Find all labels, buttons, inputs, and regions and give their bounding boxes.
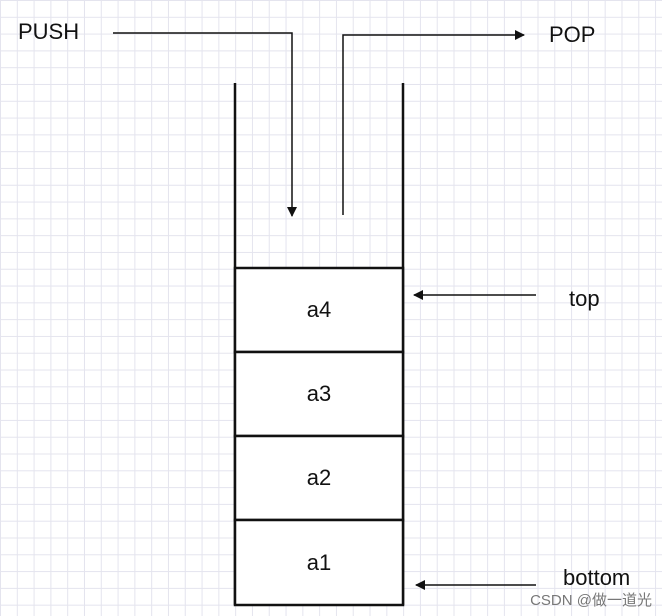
stack-cells (233, 266, 405, 607)
stack-cell-a1 (233, 518, 405, 607)
stack-cell-a4 (233, 266, 405, 354)
stack-cell-label-a3: a3 (306, 381, 332, 406)
top-label: top (569, 286, 600, 311)
pop-arrow (342, 30, 525, 215)
watermark: CSDN @做一道光 (530, 592, 652, 609)
stack-cell-label-a1: a1 (306, 550, 332, 575)
stack-cell-label-a4: a4 (306, 297, 332, 322)
stack-cell-a3 (233, 350, 405, 438)
stack-cell-a2 (233, 434, 405, 522)
push-label: PUSH (18, 19, 80, 44)
stack-cell-label-a2: a2 (306, 465, 332, 490)
bottom-label: bottom (563, 565, 631, 590)
pop-label: POP (549, 22, 596, 47)
push-arrow (113, 32, 297, 217)
